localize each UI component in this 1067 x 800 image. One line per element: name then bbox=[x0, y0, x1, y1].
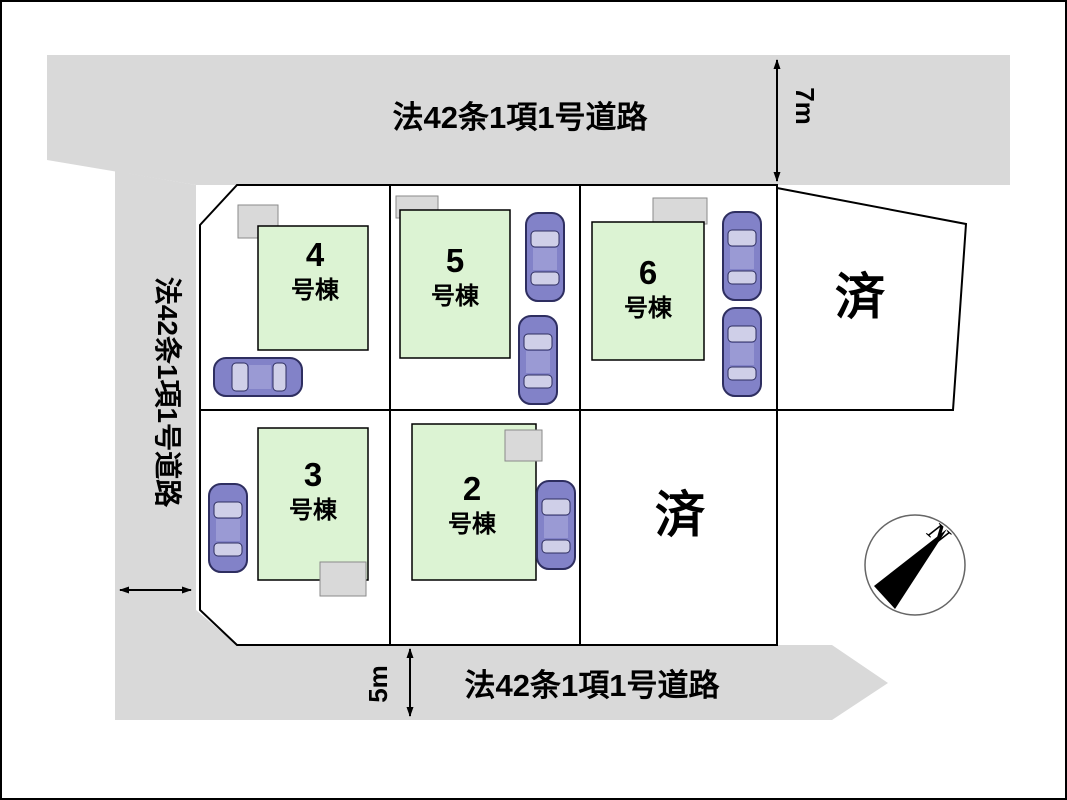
road-left-label: 法42条1項1号道路 bbox=[152, 277, 184, 508]
car-icon bbox=[525, 212, 565, 302]
lot-5-number: 5 bbox=[446, 242, 464, 279]
lot-2-suffix: 号棟 bbox=[448, 511, 497, 538]
lot-5-suffix: 号棟 bbox=[431, 283, 480, 310]
road-left-bottom bbox=[115, 171, 888, 720]
lot-3-number: 3 bbox=[304, 456, 322, 493]
road-top bbox=[47, 55, 1010, 185]
lot-6-number: 6 bbox=[639, 254, 657, 291]
building-lot-5 bbox=[399, 209, 511, 359]
lot-3-suffix: 号棟 bbox=[289, 497, 338, 524]
porch-lot-3 bbox=[319, 561, 367, 597]
porch-lot-2 bbox=[504, 429, 543, 462]
compass-needle bbox=[874, 529, 947, 609]
sold-label-bottom: 済 bbox=[655, 487, 706, 543]
building-lot-3 bbox=[257, 427, 369, 581]
lot-6-suffix: 号棟 bbox=[624, 295, 673, 322]
dimension-label-7m: 7m bbox=[790, 87, 820, 125]
car-icon bbox=[208, 483, 248, 573]
dimension-label-5m: 5m bbox=[363, 665, 393, 703]
lot-4-suffix: 号棟 bbox=[291, 277, 340, 304]
car-icon bbox=[213, 357, 303, 397]
building-lot-4 bbox=[257, 225, 369, 351]
porch-lot-6 bbox=[652, 197, 708, 225]
road-top-label: 法42条1項1号道路 bbox=[393, 100, 649, 135]
road-bottom-label: 法42条1項1号道路 bbox=[465, 668, 721, 703]
sold-label-top-right: 済 bbox=[835, 269, 886, 325]
lot-2-number: 2 bbox=[463, 470, 481, 507]
car-icon bbox=[722, 211, 762, 301]
building-lot-6 bbox=[591, 221, 705, 361]
car-icon bbox=[536, 480, 576, 570]
compass: N bbox=[864, 514, 966, 616]
car-icon bbox=[518, 315, 558, 405]
car-icon bbox=[722, 307, 762, 397]
lot-sold-top-right bbox=[776, 186, 968, 411]
lot-4-number: 4 bbox=[306, 236, 325, 273]
